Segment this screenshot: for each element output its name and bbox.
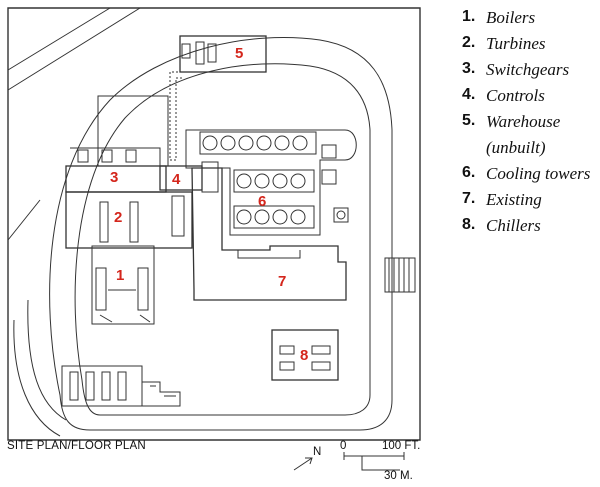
cooling-tower-row [233,169,315,193]
legend-item: 2. Turbines [456,34,600,60]
legend-item: 1. Boilers [456,8,600,34]
existing-wing [237,250,301,259]
legend-number: 4. [462,86,476,103]
legend-number: 5. [462,112,476,129]
turbine-unit [99,201,109,243]
legend-label: Existing [486,190,542,209]
boiler-area [91,245,155,325]
storage-bays [69,371,127,401]
plan-caption: SITE PLAN/FLOOR PLAN [7,440,146,452]
legend-label: Controls [486,86,545,105]
left-curve-road [13,299,67,437]
plan-label-1: 1 [116,267,124,284]
plan-label-6: 6 [258,193,266,210]
turbine-hall [65,191,193,249]
legend: 1. Boilers 2. Turbines 3. Switchgears 4. Con… [456,8,600,242]
legend-number: 1. [462,8,476,25]
scale-feet-label: 100 FT. [382,440,421,452]
turbine-unit [129,201,139,243]
warehouse-building [179,35,267,73]
legend-item: 8. Chillers [456,216,600,242]
legend-item: 6. Cooling towers [456,164,600,190]
legend-label: Boilers [486,8,536,27]
cooling-tower-row [199,131,317,155]
outer-road [49,37,393,431]
site-diagonal-line [7,7,141,241]
legend-label: Switchgears [486,60,570,79]
legend-item: 7. Existing [456,190,600,216]
boiler-details [95,267,151,323]
chiller-building [271,329,339,381]
parking-stripes [384,257,416,293]
corridor [169,71,184,161]
scale-meters-label: 30 M. [384,470,413,482]
legend-item: 5. Warehouse [456,112,600,138]
storage-annex [141,381,181,407]
plan-label-3: 3 [110,169,118,186]
upper-block [97,95,169,167]
legend-label: (unbuilt) [486,138,546,157]
inner-road [74,63,371,416]
plan-label-8: 8 [300,347,308,364]
site-boundary [7,7,421,441]
scale-bar [343,452,405,471]
existing-building [191,167,347,301]
warehouse-fixtures [181,41,217,65]
legend-item: 3. Switchgears [456,60,600,86]
legend-label: Cooling towers [486,164,591,183]
legend-number: 7. [462,190,476,207]
plan-label-7: 7 [278,273,286,290]
cooling-pad [321,144,337,185]
legend-label: Warehouse [486,112,561,131]
plan-label-5: 5 [235,45,243,62]
plan-label-2: 2 [114,209,122,226]
controls-annex [201,161,219,193]
legend-number: 8. [462,216,476,233]
legend-item: (unbuilt) [456,138,600,164]
legend-number: 2. [462,34,476,51]
legend-label: Chillers [486,216,541,235]
turbine-aux [171,195,185,237]
legend-label: Turbines [486,34,546,53]
legend-item: 4. Controls [456,86,600,112]
north-arrow-icon [293,457,313,471]
legend-number: 3. [462,60,476,77]
scale-zero-label: 0 [340,440,347,452]
plan-label-4: 4 [172,171,181,188]
cooling-yard [185,129,357,236]
chiller-units [279,345,331,371]
north-label: N [313,446,322,458]
switchgear-details [70,147,161,166]
cooling-tower-row [233,205,349,229]
legend-number: 6. [462,164,476,181]
